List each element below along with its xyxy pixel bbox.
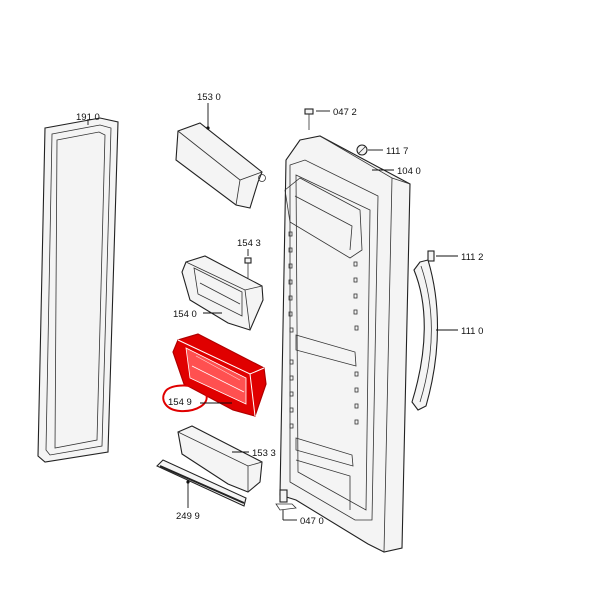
- callout-ring-154-9: [162, 384, 208, 413]
- label-111-7[interactable]: 111 7: [386, 146, 408, 157]
- label-154-9[interactable]: 154 9: [168, 397, 192, 408]
- trim-strip[interactable]: [156, 459, 247, 507]
- label-154-3[interactable]: 154 3: [237, 238, 261, 249]
- top-cover[interactable]: [175, 122, 266, 209]
- handle-clip[interactable]: [427, 250, 435, 262]
- highlighted-door-bin[interactable]: [172, 333, 267, 417]
- label-111-0[interactable]: 111 0: [461, 326, 483, 337]
- bin-screw[interactable]: [244, 257, 252, 278]
- label-153-3[interactable]: 153 3: [252, 448, 276, 459]
- label-249-9[interactable]: 249 9: [176, 511, 200, 522]
- top-screw[interactable]: [304, 108, 314, 130]
- label-154-0[interactable]: 154 0: [173, 309, 197, 320]
- label-191-0[interactable]: 191 0: [76, 112, 100, 123]
- label-111-2[interactable]: 111 2: [461, 252, 483, 263]
- label-047-0[interactable]: 047 0: [300, 516, 324, 527]
- refrigerator-door[interactable]: [279, 135, 411, 553]
- bottom-hinge-pin[interactable]: [275, 489, 297, 511]
- hinge-bushing[interactable]: [356, 144, 368, 156]
- rack-holes: [288, 231, 359, 429]
- door-gasket[interactable]: [37, 117, 119, 463]
- label-047-2[interactable]: 047 2: [333, 107, 357, 118]
- door-handle[interactable]: [411, 259, 438, 411]
- label-153-0[interactable]: 153 0: [197, 92, 221, 103]
- shelf-front-trim[interactable]: [177, 425, 263, 493]
- label-104-0[interactable]: 104 0: [397, 166, 421, 177]
- upper-door-bin[interactable]: [181, 255, 264, 331]
